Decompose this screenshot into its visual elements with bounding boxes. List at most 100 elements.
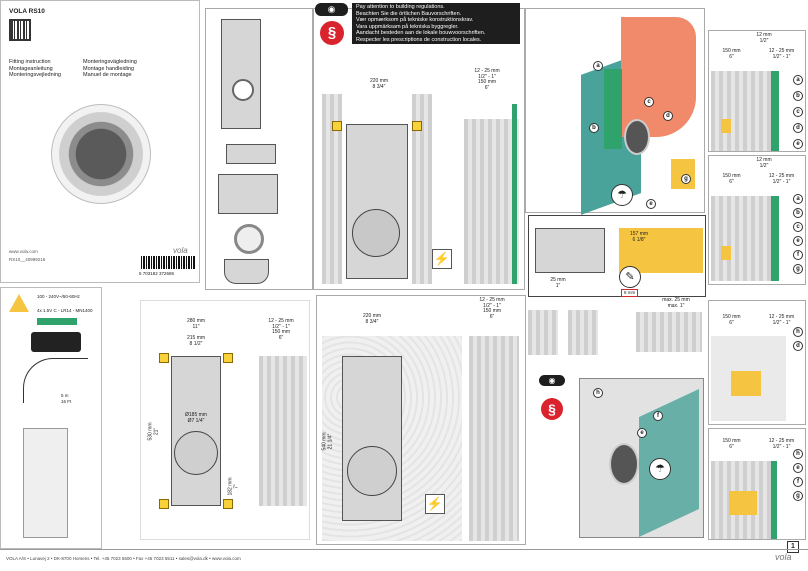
product-title: VOLA RS10 — [9, 8, 45, 15]
label-g-d2: g — [793, 264, 803, 274]
frame-right-studs — [412, 94, 432, 284]
dim-opening — [174, 431, 218, 475]
step-perspective-panel: a b c d g e ☂ — [525, 8, 705, 215]
barcode-icon — [141, 256, 196, 269]
label-a-d2: a — [793, 194, 803, 204]
instruction-sv: Monteringsvägledning — [83, 59, 137, 65]
label-e-d1: e — [793, 139, 803, 149]
label-h-d4: h — [793, 449, 803, 459]
detail-green-1 — [771, 71, 779, 151]
detail-yellow-3 — [731, 371, 761, 396]
footer-logo: vola — [775, 552, 792, 562]
cable-icon — [23, 358, 88, 403]
label-e-d2: e — [793, 236, 803, 246]
label-c: c — [644, 97, 654, 107]
finished-box — [342, 356, 402, 521]
product-image — [51, 104, 151, 204]
dim-bolt-bl — [159, 499, 169, 509]
frame-left-studs — [322, 94, 342, 284]
step-exploded-panel — [205, 8, 313, 290]
side-frame — [464, 119, 519, 284]
frame-bolt-tl — [332, 121, 342, 131]
battery-spec: 4x 1.5V C - LR14 - MN1400 — [37, 308, 93, 313]
eye-icon: ◉ — [315, 3, 348, 16]
product-code: RS10__40999216 — [9, 257, 46, 262]
label-e-d4: e — [793, 463, 803, 473]
label-c-d2: c — [793, 222, 803, 232]
lightning-icon: ⚡ — [432, 249, 452, 269]
electrical-panel: 100 - 240V~/50-60Hz 4x 1.5V C - LR14 - M… — [0, 287, 102, 549]
frame-opening — [352, 209, 400, 257]
voltage: 100 - 240V~/50-60Hz — [37, 294, 80, 299]
label-h-p2: h — [593, 388, 603, 398]
label-h-d3: h — [793, 327, 803, 337]
side-board — [512, 104, 517, 284]
perspective-opening-2 — [609, 443, 639, 485]
inset-rail — [619, 228, 703, 273]
label-d-d3: d — [793, 341, 803, 351]
qr-code-icon — [9, 19, 31, 41]
umbrella-icon: ☂ — [611, 184, 633, 206]
label-d-d1: d — [793, 123, 803, 133]
instruction-de: Montageanleitung — [9, 65, 53, 72]
step-perspective-2: ◉ § h f e ☂ — [528, 362, 706, 542]
section-icon-2: § — [541, 398, 563, 420]
label-e: e — [646, 199, 656, 209]
dim-8mm: 8 mm — [621, 289, 639, 297]
max25-frame-a — [528, 310, 558, 355]
detail-yellow-1 — [721, 119, 731, 133]
warning-text: Pay attention to building regulations. B… — [352, 3, 520, 44]
wall-opening — [624, 119, 650, 155]
instruction-da: Monteringsvejledning — [9, 72, 61, 78]
wall-layer-green — [604, 69, 622, 149]
detail-yellow-4 — [729, 491, 757, 515]
max25-frame-b — [568, 310, 598, 355]
wall-layer-orange — [621, 17, 696, 137]
logo-cover: vola — [173, 246, 188, 255]
finished-side-frame — [469, 336, 519, 541]
label-b-d1: b — [793, 91, 803, 101]
cover-panel: VOLA RS10 Fitting instruction Montageanl… — [0, 0, 200, 283]
eye-icon-2: ◉ — [539, 375, 565, 386]
dim-bolt-tr — [223, 353, 233, 363]
screwdriver-icon: ✎ — [619, 266, 641, 288]
label-c-d1: c — [793, 107, 803, 117]
exploded-ring — [232, 79, 254, 101]
label-b: b — [589, 123, 599, 133]
lightning-icon-warning — [9, 294, 29, 312]
exploded-lower-box — [218, 174, 278, 214]
page-marker: 1 — [787, 541, 799, 553]
label-f-d2: f — [793, 250, 803, 260]
lightning-icon-2: ⚡ — [425, 494, 445, 514]
instruction-nl: Montage handleiding — [83, 65, 135, 72]
instruction-col-2: Monteringsvägledning Montage handleiding… — [83, 59, 183, 79]
exploded-parts — [226, 144, 276, 164]
label-b-d2: b — [793, 208, 803, 218]
max25-frame-c — [636, 312, 702, 352]
exploded-cup — [224, 259, 269, 284]
detail-studs-1 — [711, 71, 771, 151]
label-e-p2: e — [637, 428, 647, 438]
